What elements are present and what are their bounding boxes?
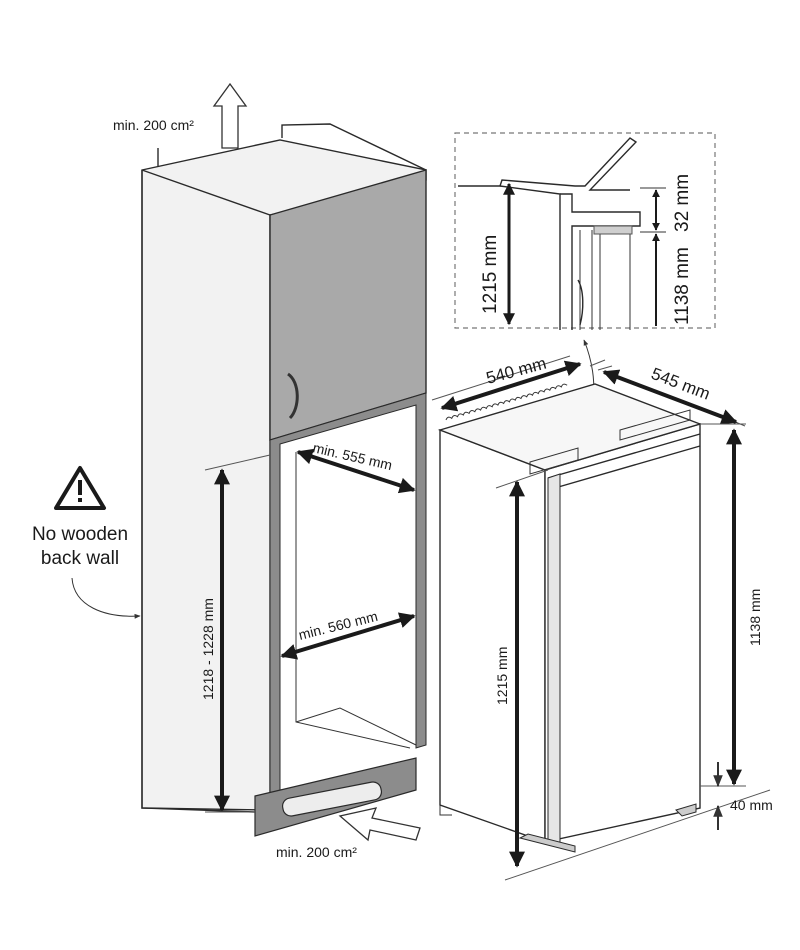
appliance-depth-label: 545 mm bbox=[649, 364, 713, 404]
warning-pointer-arrow bbox=[71, 577, 141, 619]
appliance-side bbox=[544, 423, 701, 843]
vent-top-label: min. 200 cm² bbox=[113, 117, 194, 133]
detail-box: 1215 mm 32 mm 1138 mm bbox=[454, 132, 716, 330]
appliance-inner-height-label: 1138 mm bbox=[747, 589, 763, 646]
appliance-width-dimension bbox=[440, 360, 582, 412]
detail-inner-height-label: 1138 mm bbox=[672, 247, 693, 325]
width-bottom-dimension bbox=[280, 612, 416, 660]
cabinet bbox=[141, 123, 427, 837]
door-handle-icon bbox=[286, 372, 299, 420]
appliance-front bbox=[439, 428, 546, 843]
plinth-vent-grille bbox=[281, 781, 383, 817]
vent-up-arrow-icon bbox=[212, 82, 248, 149]
appliance-height-label: 1215 mm bbox=[494, 647, 510, 705]
vent-bottom-label: min. 200 cm² bbox=[276, 844, 357, 860]
detail-height-label: 1215 mm bbox=[480, 235, 501, 314]
warning-text-line2: back wall bbox=[41, 548, 119, 569]
foot-height-label: 40 mm bbox=[730, 797, 773, 813]
vent-in-arrow-icon bbox=[338, 807, 421, 842]
width-top-dimension bbox=[296, 448, 416, 494]
warning-icon bbox=[54, 466, 106, 510]
cabinet-upper-door bbox=[269, 169, 427, 441]
appliance bbox=[437, 383, 703, 853]
appliance-depth-dimension bbox=[602, 369, 738, 425]
warning-text-line1: No wooden bbox=[32, 524, 128, 545]
cabinet-height-label: 1218 - 1228 mm bbox=[200, 598, 216, 700]
detail-gap-label: 32 mm bbox=[672, 174, 693, 232]
